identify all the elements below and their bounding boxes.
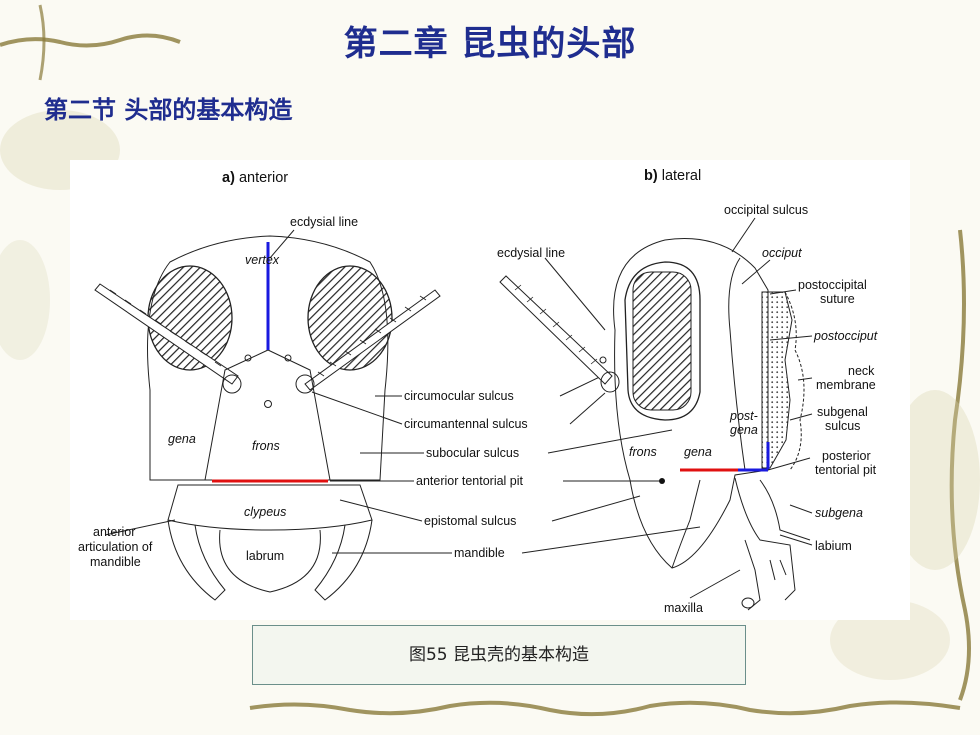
neck-label-2: membrane (816, 378, 876, 392)
caption-box (252, 625, 746, 685)
right-antennal-socket (295, 374, 315, 394)
vertex-label: vertex (245, 253, 280, 267)
figure-caption: 图55 昆虫壳的基本构造 (408, 645, 590, 665)
posterior-tentorial-label-2: tentorial pit (815, 463, 877, 477)
subgenal-label-1: subgenal (817, 405, 868, 419)
subocular-label: subocular sulcus (426, 446, 519, 460)
lateral-heading: b) lateral (644, 168, 701, 184)
anterior-heading: a) anterior (222, 170, 288, 186)
postocciput-region (761, 291, 793, 469)
neck-label-1: neck (848, 364, 875, 378)
left-antennal-socket (222, 374, 242, 394)
occiput-label: occiput (762, 246, 802, 260)
anterior-frons-label: frons (252, 439, 280, 453)
anterior-gena-label: gena (168, 432, 196, 446)
lateral-frons-label: frons (629, 445, 657, 459)
antenna-segments (109, 289, 427, 377)
lateral-ecdysial-line-label: ecdysial line (497, 246, 565, 260)
maxilla-label: maxilla (664, 601, 703, 615)
lateral-view (499, 217, 813, 611)
postocciput-label: postocciput (813, 329, 878, 343)
lateral-compound-eye (632, 271, 692, 411)
anterior-articulation-label-2: articulation of (78, 540, 153, 554)
subgenal-label-2: sulcus (825, 419, 860, 433)
slide-subtitle: 第二节 头部的基本构造 (44, 95, 293, 124)
subgena-label: subgena (815, 506, 863, 520)
anterior-tentorial-label: anterior tentorial pit (416, 474, 524, 488)
labium-label: labium (815, 539, 852, 553)
clypeus-label: clypeus (244, 505, 286, 519)
anterior-ecdysial-line-label: ecdysial line (290, 215, 358, 229)
occipital-sulcus-label: occipital sulcus (724, 203, 808, 217)
middle-leader-lines (311, 371, 701, 554)
lateral-gena-label: gena (684, 445, 712, 459)
circumocular-label: circumocular sulcus (404, 389, 514, 403)
posterior-tentorial-label-1: posterior (822, 449, 871, 463)
labrum-label: labrum (246, 549, 284, 563)
postgena-label-2: gena (730, 423, 758, 437)
postoccipital-label-1: postoccipital (798, 278, 867, 292)
circumantennal-label: circumantennal sulcus (404, 417, 528, 431)
slide-title: 第二章 昆虫的头部 (343, 24, 637, 64)
postoccipital-label-2: suture (820, 292, 855, 306)
anterior-view (94, 229, 441, 601)
postgena-label-1: post- (729, 409, 758, 423)
anterior-articulation-label-3: mandible (90, 555, 141, 569)
anterior-articulation-label-1: anterior (93, 525, 135, 539)
mandible-label: mandible (454, 546, 505, 560)
epistomal-label: epistomal sulcus (424, 514, 516, 528)
